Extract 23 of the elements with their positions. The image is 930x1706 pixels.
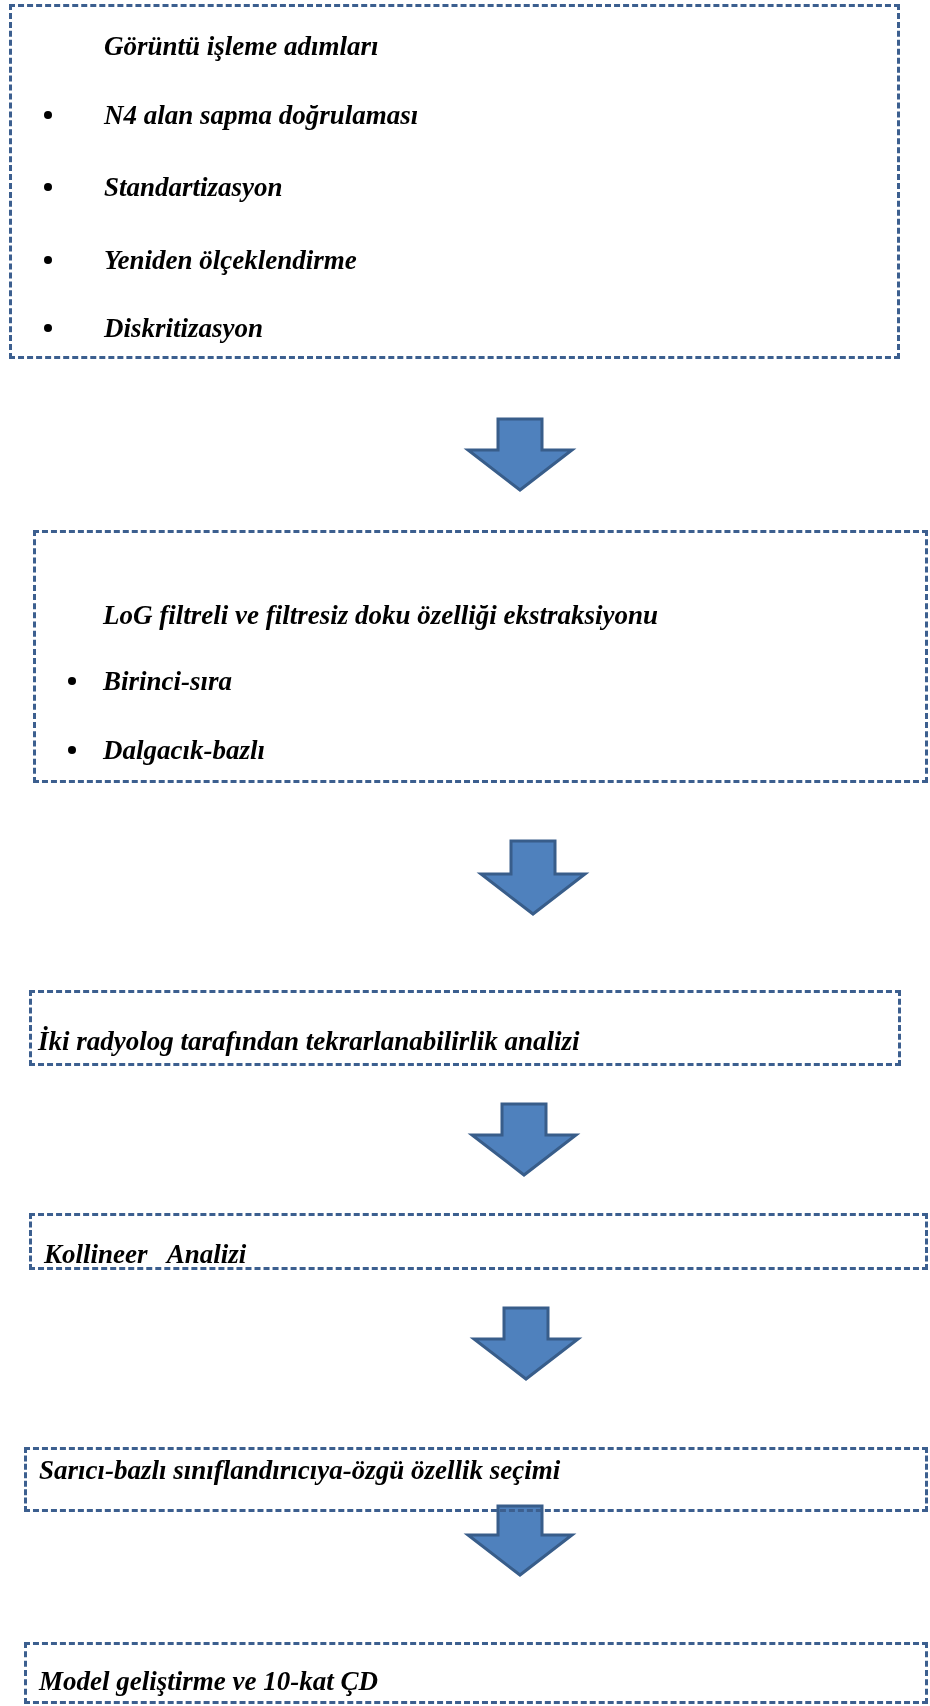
step-label: İki radyolog tarafından tekrarlanabilirlik analizi bbox=[38, 1027, 580, 1055]
process-box bbox=[29, 990, 901, 1066]
process-box bbox=[24, 1642, 928, 1704]
block-arrow bbox=[467, 1102, 581, 1177]
list-item: N4 alan sapma doğrulaması bbox=[104, 101, 419, 129]
process-box bbox=[29, 1213, 928, 1270]
block-arrow bbox=[463, 1504, 577, 1577]
block-arrow bbox=[463, 417, 577, 492]
process-box bbox=[9, 4, 900, 359]
list-item: Standartizasyon bbox=[104, 173, 283, 201]
process-box bbox=[24, 1447, 928, 1512]
box-heading: LoG filtreli ve filtresiz doku özelliği ekstraksiyonu bbox=[103, 601, 658, 629]
block-arrow bbox=[476, 839, 590, 916]
process-box bbox=[33, 530, 928, 783]
box-heading: Görüntü işleme adımları bbox=[104, 32, 379, 60]
step-label: Kollineer Analizi bbox=[44, 1240, 247, 1268]
list-item: Dalgacık-bazlı bbox=[103, 736, 265, 764]
list-item: Yeniden ölçeklendirme bbox=[104, 246, 357, 274]
step-label: Model geliştirme ve 10-kat ÇD bbox=[39, 1667, 378, 1695]
block-arrow bbox=[469, 1306, 583, 1381]
list-item: Birinci-sıra bbox=[103, 667, 233, 695]
list-item: Diskritizasyon bbox=[104, 314, 264, 342]
step-label: Sarıcı-bazlı sınıflandırıcıya-özgü özellik seçimi bbox=[39, 1456, 561, 1484]
